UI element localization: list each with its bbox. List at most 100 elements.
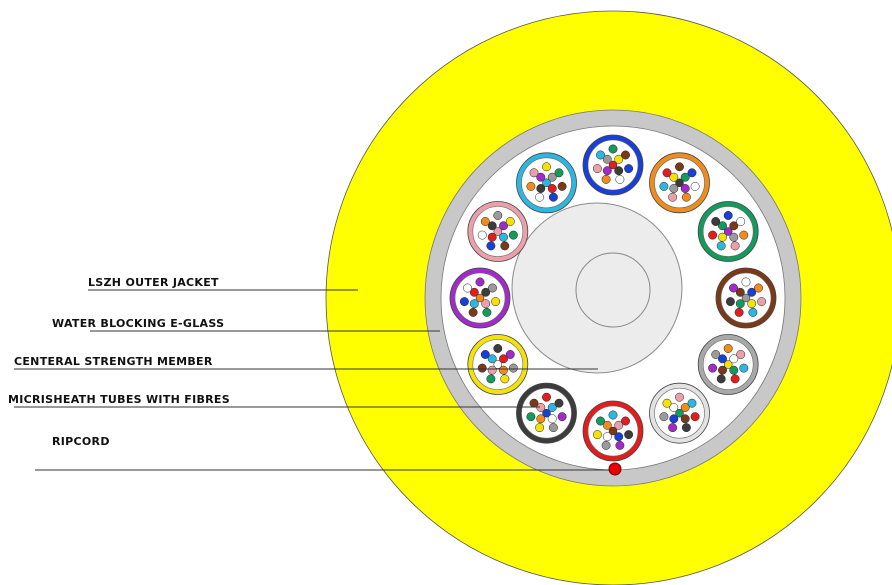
fibre	[486, 374, 496, 384]
label-tubes: MICRISHEATH TUBES WITH FIBRES	[8, 393, 230, 406]
fibre	[482, 307, 492, 317]
label-strength-member: CENTERAL STRENGTH MEMBER	[14, 355, 213, 368]
fibre	[680, 403, 690, 412]
fibre	[718, 221, 727, 231]
tube-orange	[649, 152, 710, 214]
fibre	[718, 354, 727, 364]
fibre	[493, 211, 503, 220]
tube-green	[697, 201, 759, 262]
fibre	[662, 398, 672, 408]
fibre	[477, 363, 487, 373]
fibre	[547, 184, 557, 193]
fibre	[680, 184, 690, 193]
fibre	[481, 287, 491, 297]
fibre	[729, 365, 739, 375]
fibre	[592, 164, 602, 174]
fibre	[615, 440, 625, 450]
fibre	[526, 412, 536, 422]
fibre	[608, 410, 618, 420]
fibre	[493, 227, 503, 236]
tube-aqua	[516, 152, 577, 214]
fibre	[475, 277, 485, 287]
tube-red	[582, 400, 644, 462]
fibre	[602, 154, 612, 164]
tube-black	[516, 382, 577, 444]
fibre	[668, 192, 678, 202]
fibre	[725, 297, 735, 307]
fibre	[729, 232, 739, 242]
fibre	[601, 174, 611, 184]
tube-yellow	[467, 334, 529, 395]
tube-brown	[715, 267, 777, 329]
fibre	[741, 293, 751, 303]
fibre	[542, 162, 551, 172]
fibre	[548, 423, 558, 433]
fibre	[711, 217, 721, 226]
fibre	[529, 168, 539, 178]
fibre	[608, 160, 618, 170]
fibre	[547, 414, 557, 424]
fibre	[477, 230, 487, 240]
fibre	[748, 307, 758, 317]
fibre	[536, 184, 546, 193]
fibre	[608, 426, 618, 436]
fibre	[757, 297, 767, 307]
fibre	[681, 192, 691, 202]
fibre	[659, 412, 669, 422]
fibre	[480, 350, 490, 359]
central-strength-core	[575, 252, 651, 328]
fibre	[741, 277, 751, 287]
fibre	[615, 174, 625, 184]
fibre	[542, 392, 551, 402]
fibre	[730, 374, 740, 384]
fibre	[602, 166, 612, 176]
fibre	[716, 374, 726, 384]
fibre	[536, 414, 546, 424]
fibre	[680, 414, 690, 424]
tube-blue	[582, 134, 644, 196]
fibre	[687, 168, 697, 178]
fibre	[475, 293, 485, 303]
fibre	[669, 184, 679, 193]
fibre	[500, 374, 510, 384]
fibre	[493, 344, 503, 353]
fibre	[508, 230, 518, 240]
fibre	[621, 416, 630, 426]
fibre	[675, 392, 684, 402]
tube-violet	[449, 267, 511, 329]
fibre	[557, 412, 567, 422]
fibre	[669, 414, 679, 424]
fibre	[499, 365, 508, 375]
fibre	[614, 154, 624, 164]
fibre	[508, 363, 518, 373]
fibre	[739, 230, 749, 240]
fibre	[491, 297, 501, 307]
fibre	[669, 403, 679, 412]
fibre	[735, 287, 745, 297]
fibre	[469, 299, 479, 309]
fibre	[668, 423, 678, 433]
fibre	[499, 354, 508, 364]
fibre	[481, 299, 491, 309]
fibre	[487, 354, 497, 364]
fibre	[547, 403, 557, 412]
fibre	[602, 420, 612, 430]
fibre	[469, 287, 479, 297]
fibre	[535, 192, 545, 202]
fibre	[747, 287, 757, 297]
fibre	[675, 178, 684, 188]
fibre	[526, 181, 536, 191]
fibre	[487, 232, 497, 242]
fibre	[730, 241, 740, 251]
fibre	[488, 283, 497, 293]
fibre	[739, 363, 749, 373]
fibre	[675, 408, 684, 418]
fibre	[723, 344, 733, 353]
fibre	[716, 241, 726, 251]
fibre	[711, 350, 721, 359]
fibre	[708, 230, 718, 240]
label-water-blocking: WATER BLOCKING E-GLASS	[52, 317, 224, 330]
fibre	[736, 350, 746, 359]
fibre	[747, 299, 757, 309]
